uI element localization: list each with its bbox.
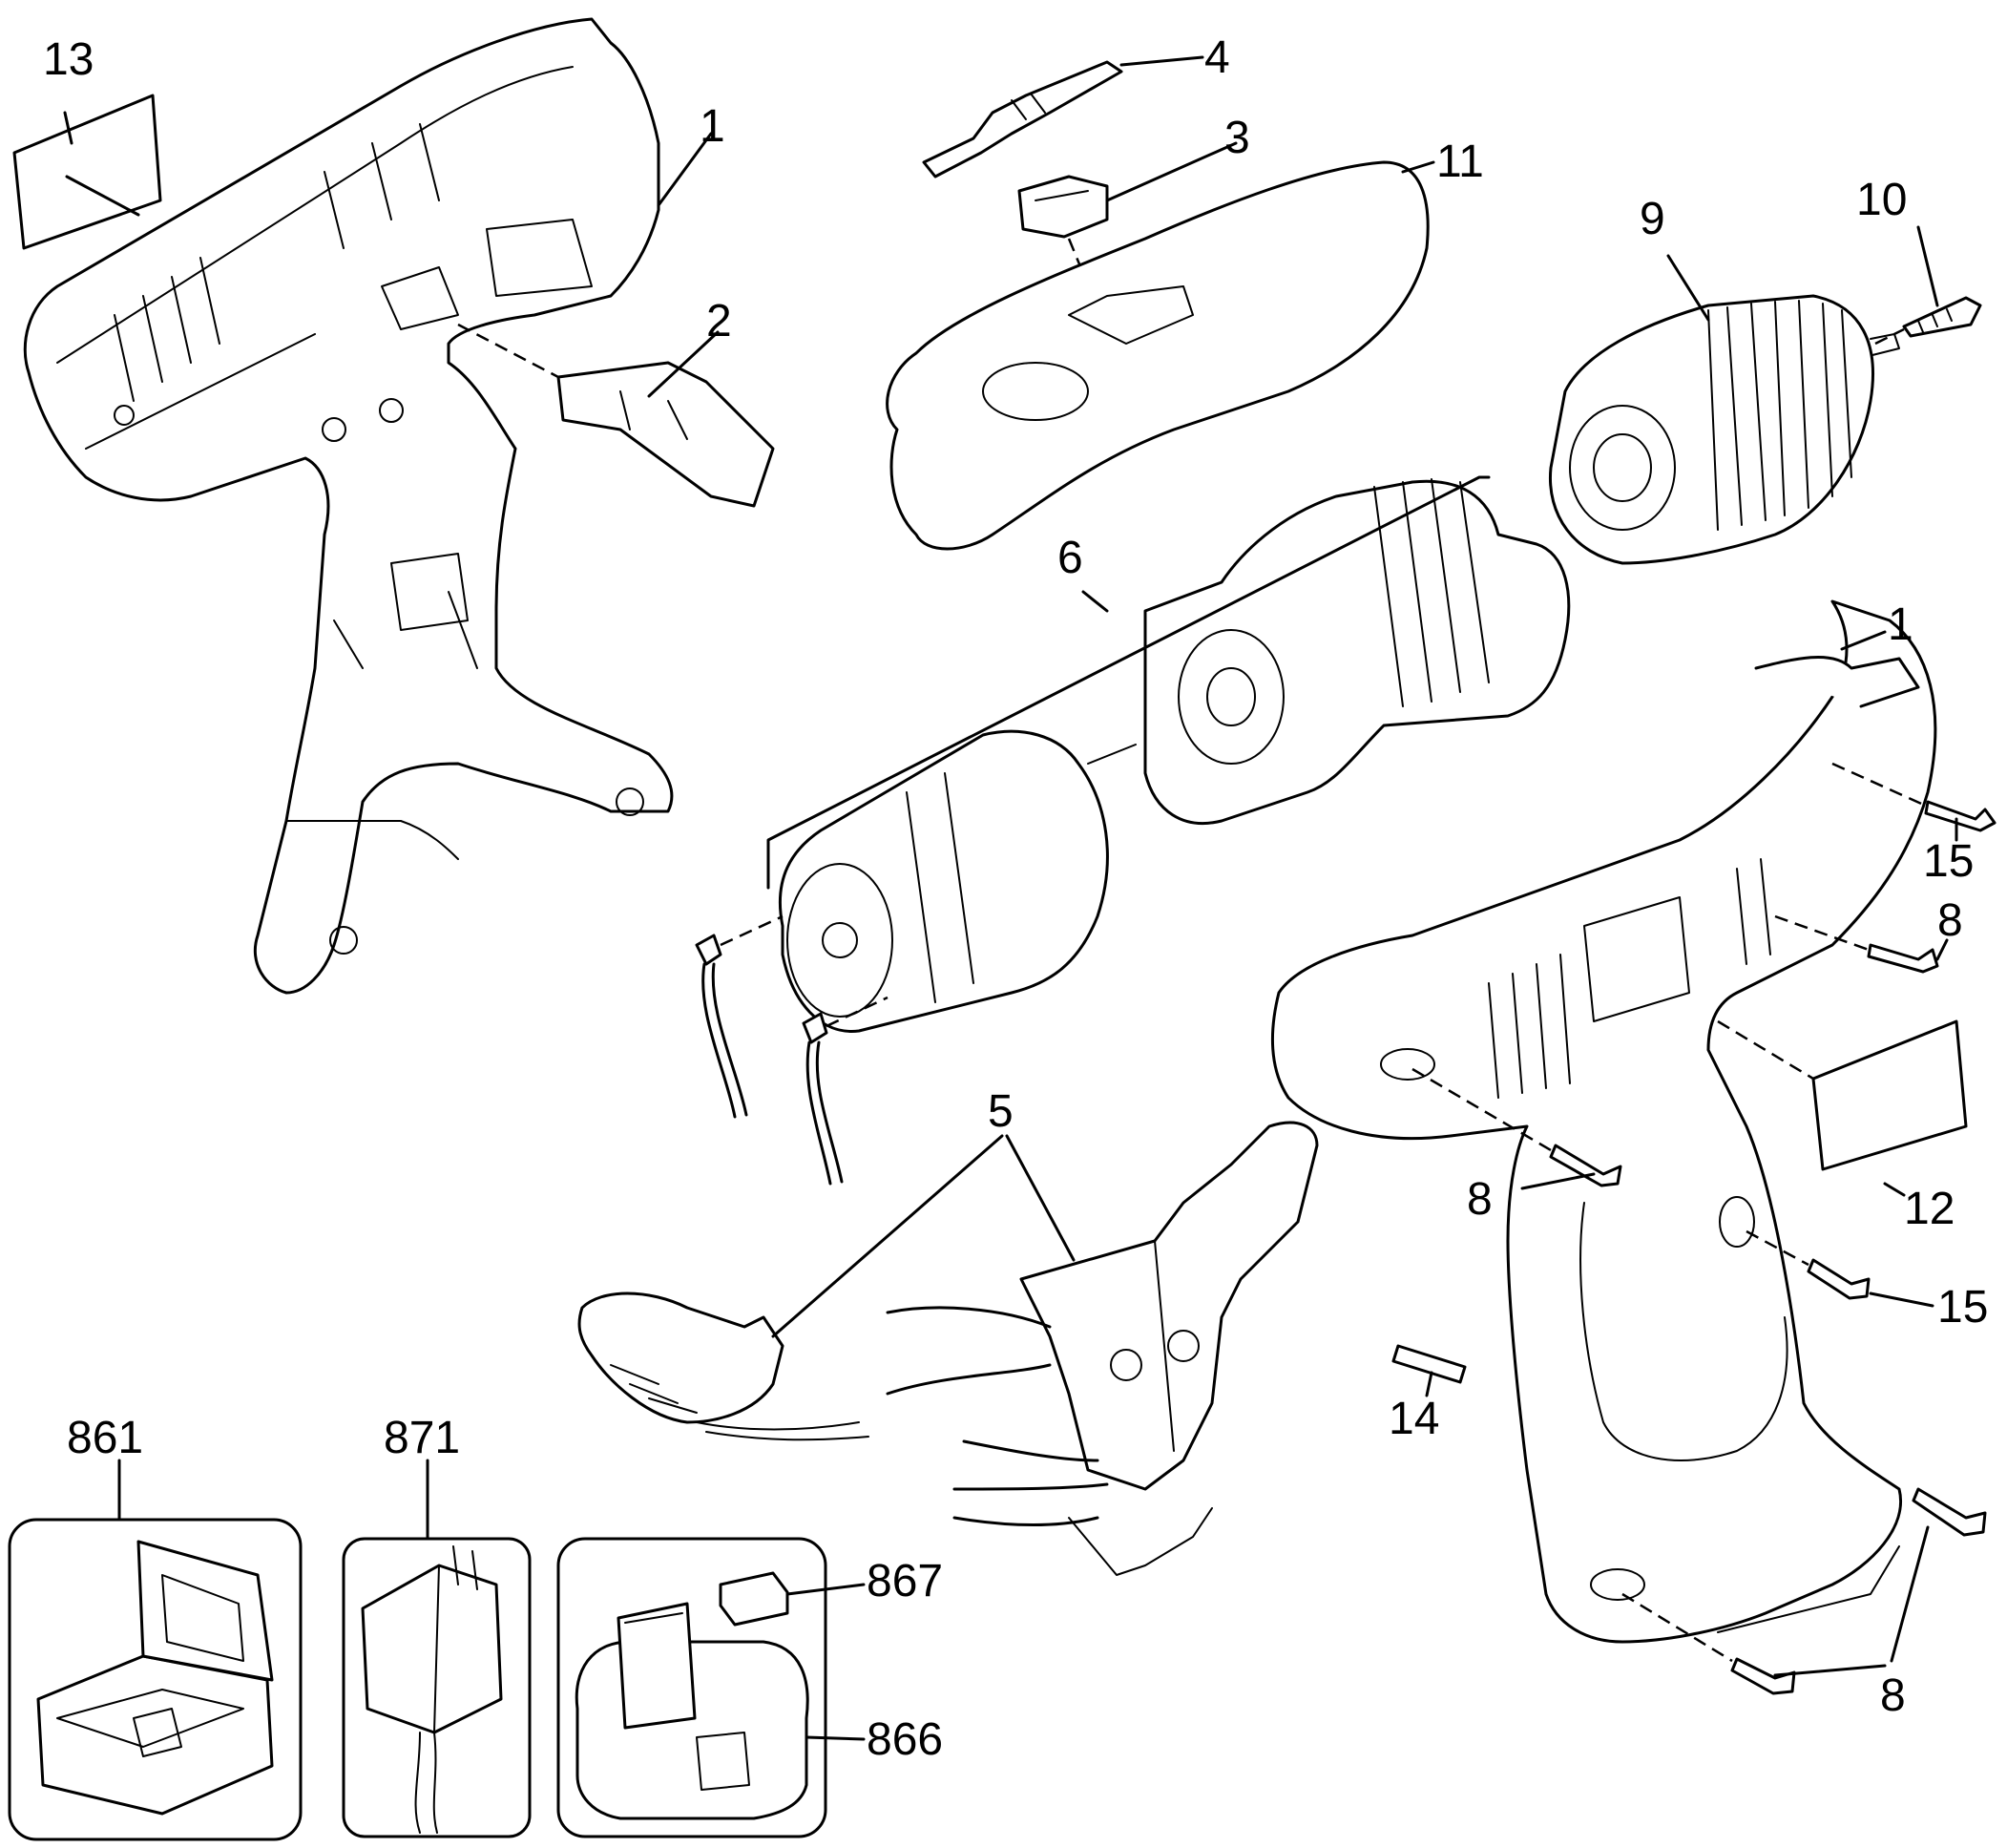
label-8-middle: 8 <box>1467 1174 1493 1225</box>
leader-9-dash <box>1874 327 1905 346</box>
label-2: 2 <box>706 296 732 346</box>
label-10: 10 <box>1856 175 1907 225</box>
screw-10 <box>1902 296 1982 338</box>
label-1-right: 1 <box>1888 599 1913 650</box>
label-9: 9 <box>1640 194 1665 244</box>
screw-8-bottom-right <box>1912 1487 1987 1537</box>
label-8-right: 8 <box>1937 895 1963 946</box>
bracket-6 <box>766 475 1491 890</box>
switch-cover-5 <box>577 1292 869 1441</box>
pin-14 <box>1391 1344 1467 1384</box>
screw-8-bottom <box>1621 1592 1796 1695</box>
label-871: 871 <box>384 1413 460 1463</box>
label-14: 14 <box>1389 1394 1439 1444</box>
label-6: 6 <box>1057 533 1083 583</box>
screw-15-top <box>1831 762 1997 832</box>
switch-button-2 <box>556 361 775 508</box>
motor-6 <box>778 729 1137 1033</box>
label-11: 11 <box>1436 136 1484 187</box>
label-5: 5 <box>988 1086 1014 1137</box>
label-sticker-13 <box>12 94 162 250</box>
label-12: 12 <box>1904 1184 1955 1234</box>
cap-867 <box>719 1571 789 1627</box>
right-housing-half <box>1271 599 1937 1644</box>
charger-871 <box>342 1537 532 1838</box>
bit-holder-11 <box>886 160 1430 551</box>
label-15-top: 15 <box>1923 836 1974 887</box>
screw-15-middle <box>1746 1229 1871 1300</box>
motor-wires <box>695 914 889 1186</box>
label-861: 861 <box>67 1413 143 1463</box>
part-number-labels: 13 1 2 4 3 11 10 9 6 1 15 8 12 8 15 14 5… <box>43 32 1988 1765</box>
leader-2-dash <box>457 323 559 379</box>
chuck-9 <box>1548 294 1900 565</box>
label-8-bottom: 8 <box>1880 1670 1906 1721</box>
label-4: 4 <box>1204 32 1230 83</box>
label-3: 3 <box>1224 113 1250 163</box>
screwdriver-bit-4 <box>922 60 1123 178</box>
label-1-left: 1 <box>700 101 725 152</box>
switch-assembly-5 <box>886 1121 1319 1576</box>
label-15-middle: 15 <box>1937 1282 1988 1333</box>
battery-box-866 <box>556 1537 827 1838</box>
label-sticker-12 <box>1717 1019 1968 1171</box>
label-13: 13 <box>43 34 94 85</box>
label-866: 866 <box>867 1714 943 1765</box>
gearbox-6 <box>1143 478 1571 826</box>
screw-8-middle <box>1411 1067 1622 1187</box>
label-867: 867 <box>867 1556 943 1606</box>
leader-lines <box>63 55 1958 1741</box>
screw-8-right <box>1774 914 1939 974</box>
left-housing-half <box>23 17 674 995</box>
clip-3 <box>1017 175 1109 239</box>
kit-box-861 <box>8 1518 303 1841</box>
